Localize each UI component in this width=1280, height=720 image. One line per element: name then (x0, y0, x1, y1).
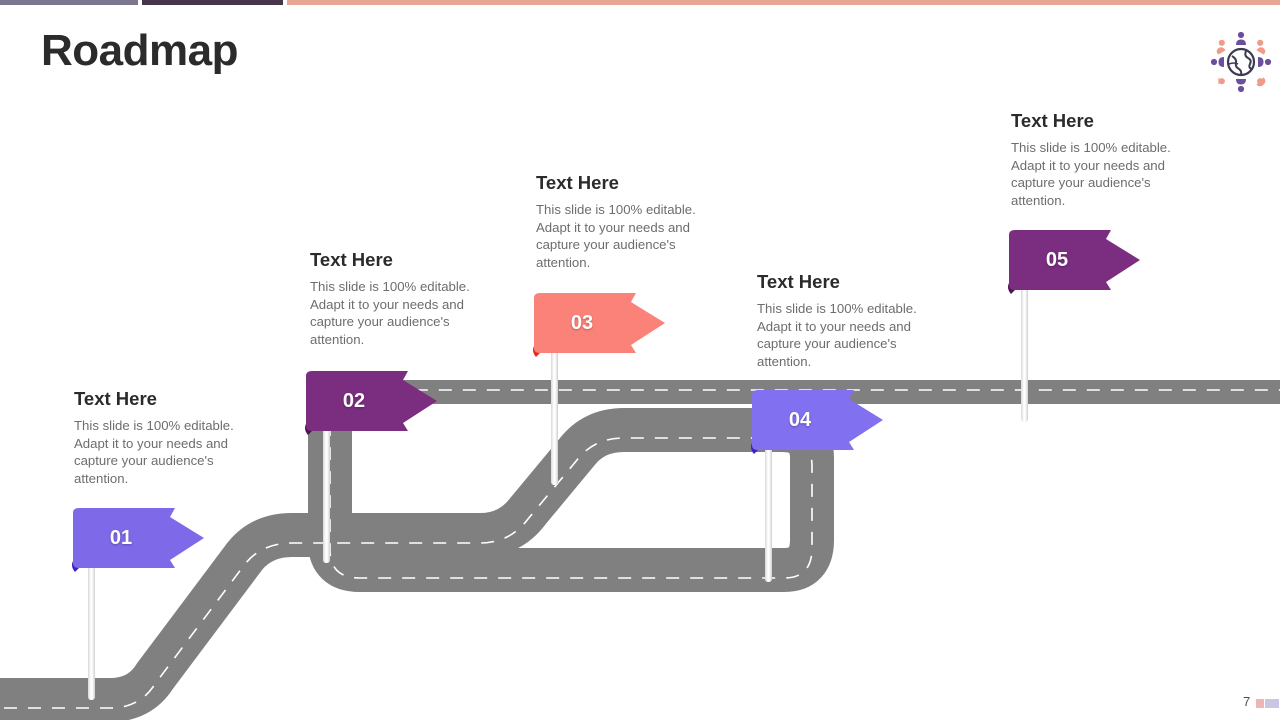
flag-pole-05 (1021, 262, 1028, 422)
flag-pole-03 (551, 325, 558, 485)
milestone-flag-05[interactable]: 05 (1003, 227, 1148, 297)
milestone-flag-01[interactable]: 01 (67, 505, 212, 575)
flag-banner-05 (1009, 230, 1140, 290)
milestone-flag-03[interactable]: 03 (528, 290, 673, 360)
flag-banner-04 (752, 390, 883, 450)
milestone-text-04: Text Here This slide is 100% editable. A… (757, 271, 935, 370)
flag-pole-02 (323, 403, 330, 563)
page-title: Roadmap (41, 26, 238, 75)
road-center-dashes (0, 389, 1280, 709)
milestone-body-01: This slide is 100% editable. Adapt it to… (74, 418, 234, 486)
flag-pole-04 (765, 422, 772, 582)
milestone-heading-02: Text Here (310, 249, 393, 270)
page-chip-lavender (1265, 699, 1279, 708)
flag-shape-03 (533, 293, 665, 357)
flag-shape-02 (305, 371, 437, 435)
accent-segment-dark-purple (142, 0, 283, 5)
roadmap-road-path (0, 360, 1280, 720)
milestone-heading-03: Text Here (536, 172, 619, 193)
milestone-flag-02[interactable]: 02 (300, 368, 445, 438)
milestone-text-03: Text Here This slide is 100% editable. A… (536, 172, 714, 271)
accent-segment-salmon (287, 0, 1280, 5)
milestone-heading-04: Text Here (757, 271, 840, 292)
milestone-text-01: Text Here This slide is 100% editable. A… (74, 388, 252, 487)
flag-banner-03 (534, 293, 665, 353)
global-team-logo (1205, 26, 1277, 98)
top-accent-bar (0, 0, 1280, 5)
person-figures (1210, 31, 1272, 93)
page-chip-pink (1256, 699, 1264, 708)
milestone-body-04: This slide is 100% editable. Adapt it to… (757, 301, 917, 369)
flag-shape-01 (72, 508, 204, 572)
milestone-text-02: Text Here This slide is 100% editable. A… (310, 249, 488, 348)
milestone-body-02: This slide is 100% editable. Adapt it to… (310, 279, 470, 347)
flag-shape-05 (1008, 230, 1140, 294)
milestone-heading-01: Text Here (74, 388, 157, 409)
accent-segment-grey-purple (0, 0, 138, 5)
milestone-text-05: Text Here This slide is 100% editable. A… (1011, 110, 1189, 209)
flag-shape-04 (751, 390, 883, 454)
flag-banner-02 (306, 371, 437, 431)
globe-icon (1226, 47, 1256, 77)
flag-pole-01 (88, 540, 95, 700)
milestone-body-03: This slide is 100% editable. Adapt it to… (536, 202, 696, 270)
road-surface (0, 360, 1280, 720)
milestone-heading-05: Text Here (1011, 110, 1094, 131)
page-number: 7 (1243, 694, 1251, 709)
milestone-flag-04[interactable]: 04 (746, 387, 891, 457)
flag-banner-01 (73, 508, 204, 568)
milestone-body-05: This slide is 100% editable. Adapt it to… (1011, 140, 1171, 208)
